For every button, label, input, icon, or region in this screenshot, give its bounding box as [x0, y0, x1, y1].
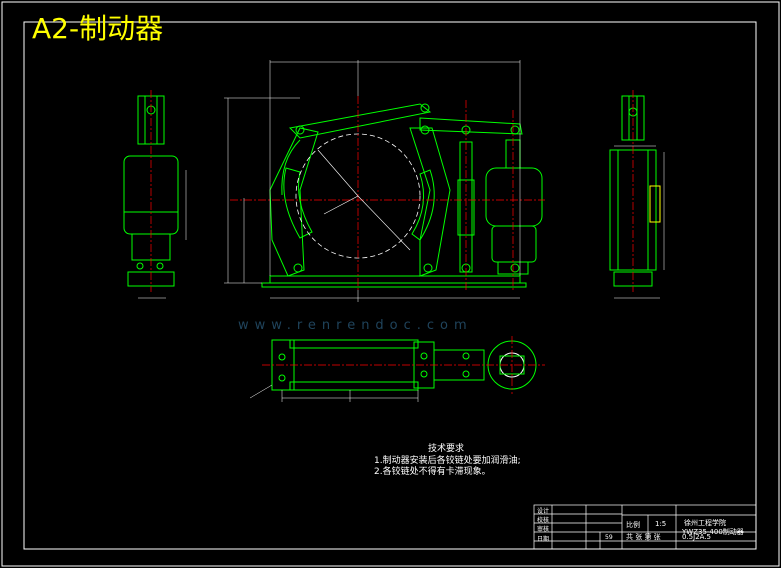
title-block-date-label: 日期 — [537, 536, 550, 543]
left-brake-shoe — [283, 167, 313, 239]
center-lines — [230, 96, 545, 290]
title-block-approver-label: 审核 — [537, 526, 550, 533]
top-dimensions — [249, 384, 419, 402]
title-block-weight: 59 — [605, 534, 613, 541]
pivot-pin — [293, 263, 303, 273]
top-center-line — [262, 336, 545, 394]
thruster-lower — [491, 225, 537, 263]
front-view — [261, 103, 543, 288]
base-plate — [269, 275, 521, 284]
right-side-slot — [649, 185, 661, 223]
pivot-pin — [423, 263, 433, 273]
drawing-title: A2-制动器 — [32, 12, 164, 45]
note-item: 2.各铰链处不得有卡滞现象。 — [374, 467, 491, 477]
right-dimensions — [614, 145, 665, 299]
watermark: www.renrendoc.com — [238, 318, 473, 333]
title-block-quantity: 0.5J2A.5 — [682, 533, 711, 541]
title-block-scale-label: 比例 — [626, 521, 640, 529]
right-side-view — [609, 95, 661, 287]
pivot-pin — [295, 125, 305, 135]
base-foot — [261, 282, 527, 288]
radial-lines — [317, 149, 411, 251]
right-brake-shoe — [411, 169, 435, 241]
left-arm-inner — [281, 139, 301, 196]
right-lever — [419, 117, 523, 135]
title-block-drawing-code: YWZ35-400制动器 — [682, 528, 744, 536]
note-item: 1.制动器安装后各铰链处要加润滑油; — [374, 456, 521, 466]
top-lever — [288, 103, 432, 139]
right-arm — [409, 127, 451, 277]
left-arm — [269, 127, 319, 277]
title-block-sheets: 共 张 第 张 — [626, 533, 661, 541]
pivot-pin — [420, 103, 430, 113]
inner-border — [23, 21, 757, 550]
front-dimensions — [224, 60, 521, 302]
title-block-checker-label: 校核 — [537, 517, 550, 524]
title-block-school: 徐州工程学院 — [684, 519, 726, 527]
title-block-designer-label: 设计 — [537, 508, 550, 515]
notes-heading: 技术要求 — [428, 444, 465, 454]
title-block-grid — [533, 504, 757, 550]
pivot-pin — [510, 263, 520, 273]
left-dimensions — [138, 170, 187, 299]
title-block-scale: 1:5 — [655, 520, 667, 528]
pivot-pin — [510, 125, 520, 135]
plan-rod-bottom — [289, 381, 419, 391]
thruster-body — [485, 167, 543, 227]
plan-rod-top — [289, 339, 419, 349]
pivot-pin — [420, 125, 430, 135]
